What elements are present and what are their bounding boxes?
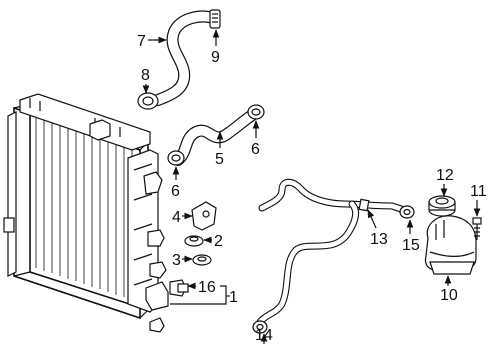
part-number-3: 3	[172, 252, 181, 269]
hose-connector	[209, 9, 221, 29]
hose-clamp	[137, 92, 159, 110]
leader-lines	[142, 29, 481, 344]
reservoir-cap	[428, 195, 456, 217]
part-number-4: 4	[172, 209, 181, 226]
part-number-16: 16	[198, 279, 216, 296]
bolt	[472, 217, 482, 240]
part-number-13: 13	[370, 231, 388, 248]
part-number-7: 7	[137, 33, 146, 50]
grommet-lower	[192, 254, 212, 266]
part-number-6-upper: 6	[251, 141, 260, 158]
grommet-upper	[184, 235, 204, 247]
drain-plug	[169, 279, 189, 297]
hose-clamp-lower-left	[167, 150, 185, 166]
part-number-11: 11	[470, 183, 487, 200]
lower-hose	[172, 108, 260, 166]
part-number-1: 1	[229, 289, 238, 306]
overflow-hoses	[256, 178, 408, 326]
radiator	[3, 93, 169, 333]
part-number-9: 9	[211, 49, 220, 66]
hose-clamp-bottom	[252, 320, 268, 334]
upper-hose	[152, 10, 220, 106]
coolant-reservoir	[424, 215, 477, 275]
hose-clamp-reservoir	[399, 205, 415, 219]
part-number-6-lower: 6	[171, 183, 180, 200]
part-number-5: 5	[215, 151, 224, 168]
part-number-14: 14	[255, 327, 273, 344]
hose-clamp-upper-right	[247, 104, 265, 120]
part-number-10: 10	[440, 287, 458, 304]
part-number-12: 12	[436, 167, 454, 184]
part-number-8: 8	[141, 67, 150, 84]
bracket	[191, 201, 217, 231]
part-number-15: 15	[402, 237, 420, 254]
part-number-2: 2	[214, 233, 223, 250]
